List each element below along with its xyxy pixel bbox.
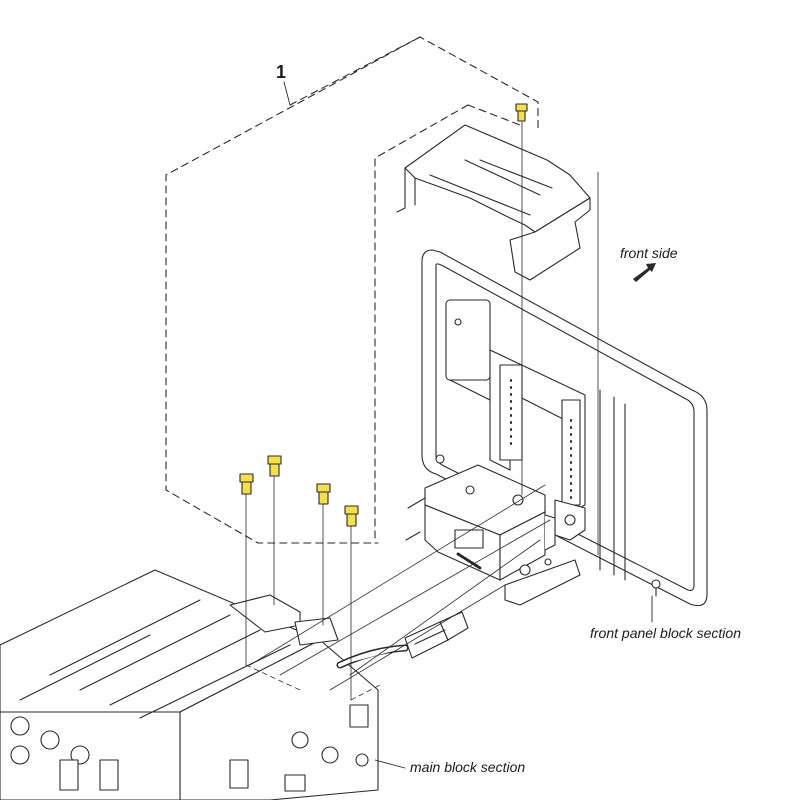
top-cover-bracket bbox=[396, 124, 591, 281]
screw-left-2 bbox=[267, 455, 282, 477]
ribbon-cable-connector bbox=[336, 611, 469, 669]
front-side-label: front side bbox=[620, 245, 678, 261]
screw-top-cover bbox=[515, 103, 528, 122]
screw-left-3 bbox=[316, 483, 331, 505]
main-block-label: main block section bbox=[410, 759, 526, 775]
mounting-bracket bbox=[489, 349, 626, 581]
screw-left-1 bbox=[239, 473, 254, 495]
part-1-group-outline bbox=[165, 36, 539, 544]
main-block-chassis bbox=[0, 569, 379, 800]
front-side-arrow-icon bbox=[633, 263, 656, 282]
hinge-mechanism bbox=[405, 464, 586, 606]
screw-left-4 bbox=[344, 505, 359, 527]
part-number-label: 1 bbox=[276, 62, 287, 82]
main-block-leader bbox=[374, 759, 406, 769]
part-1-leader-line bbox=[283, 81, 291, 106]
front-panel-block-label: front panel block section bbox=[590, 625, 741, 641]
assembly-guide-dashed bbox=[245, 664, 381, 701]
assembly-guide-lines bbox=[245, 121, 599, 701]
